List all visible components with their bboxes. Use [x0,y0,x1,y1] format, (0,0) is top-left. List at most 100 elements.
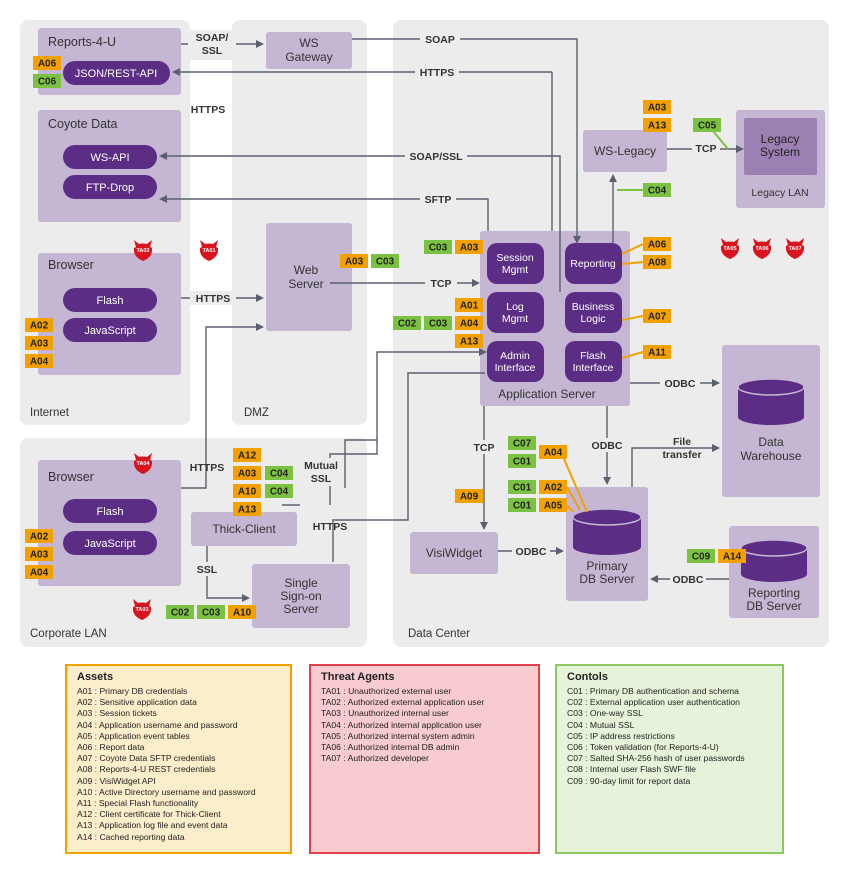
tag-leaders [560,130,744,557]
tag-a03-wslegacy[interactable]: A03 [643,100,671,114]
tag-a07[interactable]: A07 [643,309,671,323]
zone-label-data-center: Data Center [408,628,470,640]
flash-internet-pill[interactable] [63,288,157,312]
legacy-system-node[interactable] [744,118,817,175]
edge-corpbrowser-web [181,323,264,489]
session-mgmt-box[interactable] [487,243,544,284]
tag-a04-log[interactable]: A04 [455,316,483,330]
tag-a13-tc[interactable]: A13 [233,502,261,516]
json-rest-api-pill[interactable] [63,61,170,85]
tag-c03-session[interactable]: C03 [424,240,452,254]
tag-c04-wslegacy[interactable]: C04 [643,183,671,197]
web-server-node[interactable] [266,223,352,331]
svg-text:C02: C02 [398,319,417,330]
tag-a02-corp[interactable]: A02 [25,529,53,543]
tag-c02-log[interactable]: C02 [393,316,421,330]
javascript-corp-pill[interactable] [63,531,157,555]
tag-c01-c[interactable]: C01 [508,498,536,512]
tag-c03-sso[interactable]: C03 [197,605,225,619]
thick-client-node[interactable] [191,512,297,546]
components: JSON/REST-API WS-API FTP-Drop Flash Java… [63,61,622,555]
tag-c01-b[interactable]: C01 [508,480,536,494]
control-item: C08 : Internal user Flash SWF file [567,764,696,775]
tag-c03-log[interactable]: C03 [424,316,452,330]
edge-labels: SOAP/SSL SOAP HTTPS HTTPS SOAP/SSL SFTP … [188,30,720,586]
tag-a03-corp[interactable]: A03 [25,547,53,561]
sso-server-node[interactable] [252,564,350,628]
tag-a09[interactable]: A09 [455,489,483,503]
threat-item: TA06 : Authorized internal DB admin [321,742,460,753]
tag-a04-db[interactable]: A04 [539,445,567,459]
threat-agent-devil-icon[interactable]: TA07 [785,238,805,259]
svg-text:TA02: TA02 [136,248,149,254]
tag-c05[interactable]: C05 [693,118,721,132]
svg-text:C03: C03 [202,608,221,619]
threat-agent-devil-icon[interactable]: TA06 [752,238,772,259]
svg-text:C04: C04 [648,186,667,197]
tag-c09[interactable]: C09 [687,549,715,563]
javascript-corp-label: JavaScript [84,538,135,550]
tag-c07[interactable]: C07 [508,436,536,450]
threat-agent-devil-icon[interactable]: TA01 [199,240,219,261]
log-mgmt-box[interactable] [487,292,544,333]
leader-a07 [621,315,644,321]
javascript-internet-label: JavaScript [84,325,135,337]
svg-text:A10: A10 [233,608,252,619]
tag-a06[interactable]: A06 [33,56,61,70]
tag-a05-db[interactable]: A05 [539,498,567,512]
tag-a03-tc[interactable]: A03 [233,466,261,480]
svg-text:A06: A06 [648,240,667,251]
ws-gateway-node[interactable] [266,32,352,69]
tag-c02-sso[interactable]: C02 [166,605,194,619]
tag-a06-reporting[interactable]: A06 [643,237,671,251]
tag-a02[interactable]: A02 [25,318,53,332]
tag-a04[interactable]: A04 [25,354,53,368]
tag-a01-log[interactable]: A01 [455,298,483,312]
tag-a03-web[interactable]: A03 [340,254,368,268]
javascript-internet-pill[interactable] [63,318,157,342]
tag-a10-tc[interactable]: A10 [233,484,261,498]
svg-text:TA01: TA01 [202,248,215,254]
business-logic-box[interactable] [565,292,622,333]
tag-c04-tc2[interactable]: C04 [265,484,293,498]
primary-db-cylinder [572,508,642,555]
ws-api-pill[interactable] [63,145,157,169]
tag-c03-web[interactable]: C03 [371,254,399,268]
admin-interface-box[interactable] [487,341,544,382]
tag-c01-a[interactable]: C01 [508,454,536,468]
svg-text:A03: A03 [30,550,49,561]
threat-agent-devil-icon[interactable]: TA04 [133,453,153,474]
tag-a11[interactable]: A11 [643,345,671,359]
visiwidget-node[interactable] [410,532,498,574]
tag-a03-session[interactable]: A03 [455,240,483,254]
tag-a14[interactable]: A14 [718,549,746,563]
threat-agent-devil-icon[interactable]: TA02 [133,240,153,261]
tag-a13-log[interactable]: A13 [455,334,483,348]
tag-a04-corp[interactable]: A04 [25,565,53,579]
tag-a10-sso[interactable]: A10 [228,605,256,619]
browser-internet-node[interactable] [38,253,181,375]
svg-text:A13: A13 [238,505,257,516]
tag-a08-reporting[interactable]: A08 [643,255,671,269]
threat-agent-devil-icon[interactable]: TA05 [720,238,740,259]
tag-c04-tc1[interactable]: C04 [265,466,293,480]
tag-a03[interactable]: A03 [25,336,53,350]
svg-text:A09: A09 [460,492,479,503]
threat-agent-devil-icon[interactable]: TA03 [132,599,152,620]
svg-text:C04: C04 [270,469,289,480]
ftp-drop-pill[interactable] [63,175,157,199]
tag-a02-db[interactable]: A02 [539,480,567,494]
tag-a13-wslegacy[interactable]: A13 [643,118,671,132]
svg-text:A08: A08 [648,258,667,269]
leader-c05 [712,130,729,150]
threat-item: TA02 : Authorized external application u… [321,697,485,708]
svg-text:A04: A04 [544,448,563,459]
flash-interface-box[interactable] [565,341,622,382]
flash-corp-pill[interactable] [63,499,157,523]
reporting-box[interactable] [565,243,622,284]
tag-c06[interactable]: C06 [33,74,61,88]
tag-a12[interactable]: A12 [233,448,261,462]
ws-legacy-node[interactable] [583,130,667,172]
